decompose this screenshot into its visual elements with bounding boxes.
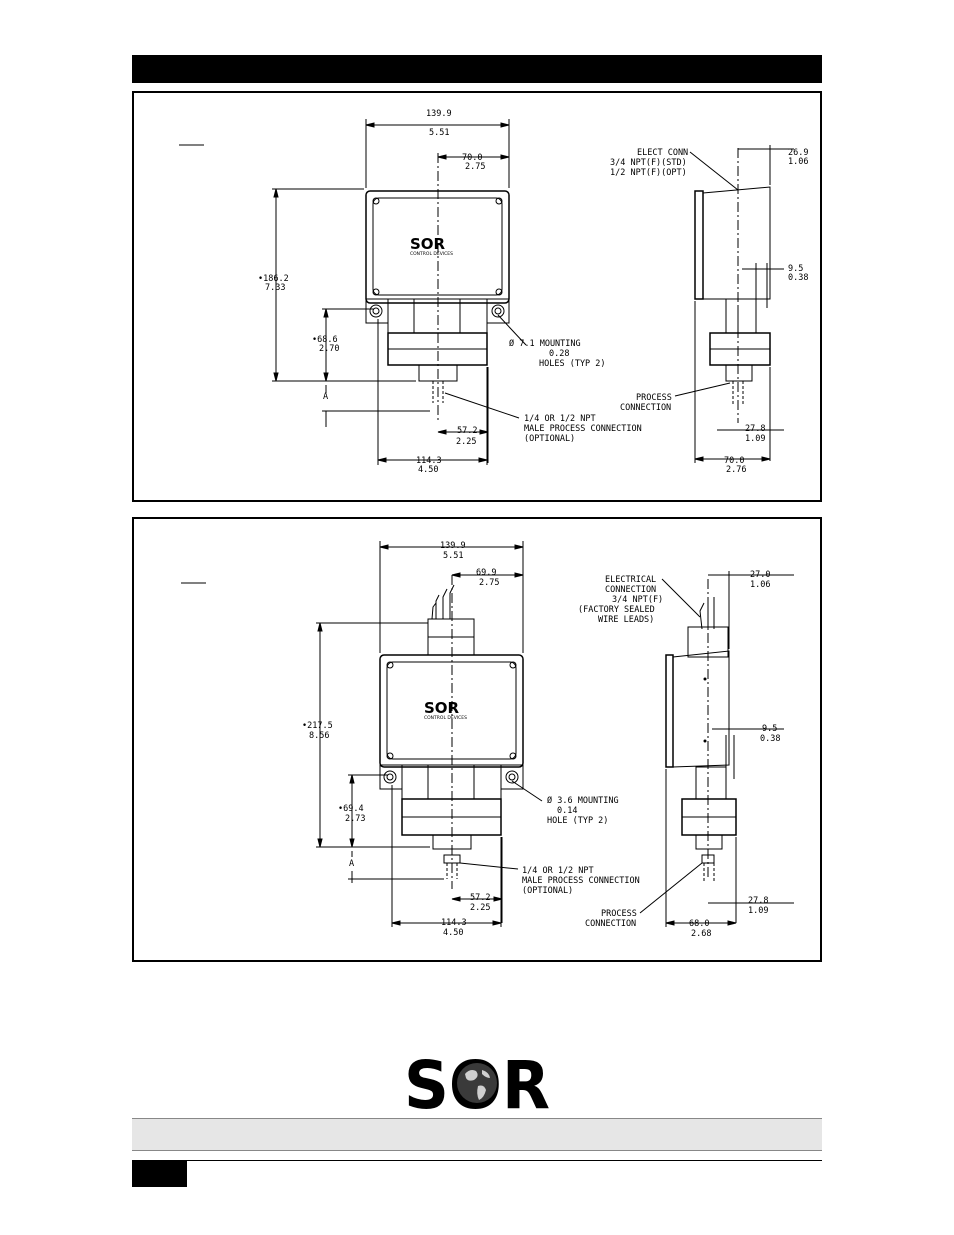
mount-holes-2-3: HOLE (TYP 2) (547, 816, 608, 826)
process-label-2-2: CONNECTION (585, 919, 636, 929)
side-view-2: ELECTRICAL CONNECTION 3/4 NPT(F) (FACTOR… (578, 570, 794, 939)
elect-conn-2-2: CONNECTION (605, 585, 656, 595)
dim-height: •186.2 (258, 274, 289, 284)
dim-lower-height-2: •69.4 (338, 804, 364, 814)
footer-page-block (132, 1161, 187, 1187)
mount-holes-3: HOLES (TYP 2) (539, 359, 606, 369)
mount-holes-2-1: Ø 3.6 MOUNTING (547, 795, 619, 806)
brand-label-2: SOR (424, 699, 460, 717)
dim-lower-height-in-2: 2.73 (345, 814, 365, 824)
footer-band (132, 1118, 822, 1151)
elect-conn-2-5: WIRE LEADS) (598, 615, 654, 625)
dim-height-in: 7.33 (265, 283, 285, 293)
dim-offset-in: 2.25 (456, 437, 476, 447)
dim-height-2: •217.5 (302, 721, 333, 731)
brand-sublabel-2: CONTROL DEVICES (424, 715, 467, 721)
dim-width-top: 139.9 (426, 109, 452, 119)
footer-rule (132, 1160, 822, 1161)
dim-half-width-in-2: 2.75 (479, 578, 499, 588)
front-view-1: SOR CONTROL DEVICES 139.9 5.51 70.0 2.75 (258, 109, 642, 475)
dim-base-width-in: 4.50 (418, 465, 438, 475)
dim-gap: 9.5 (788, 264, 803, 274)
front-view-2: SOR CONTROL DEVICES 139.9 5.51 69.9 2.75 (302, 541, 640, 938)
brand-sublabel: CONTROL DEVICES (410, 251, 453, 257)
elect-conn-1: ELECT CONN (637, 148, 688, 158)
company-logo: SOR (404, 1047, 550, 1114)
dim-lower-offset: 27.8 (745, 424, 765, 434)
dim-lower-offset-2: 27.8 (748, 896, 768, 906)
process-conn-2: MALE PROCESS CONNECTION (524, 424, 642, 434)
dim-total-depth-2: 68.0 (689, 919, 709, 929)
dim-height-in-2: 8.56 (309, 731, 329, 741)
elect-conn-3: 1/2 NPT(F)(OPT) (610, 168, 687, 178)
dimension-drawing-1: SOR CONTROL DEVICES 139.9 5.51 70.0 2.75 (179, 109, 808, 475)
dim-depth-top-2: 27.0 (750, 570, 770, 580)
process-conn-1: 1/4 OR 1/2 NPT (524, 414, 596, 424)
brand-label: SOR (410, 235, 446, 253)
elect-conn-2-3: 3/4 NPT(F) (612, 595, 663, 605)
process-label-1: PROCESS (636, 393, 672, 403)
dim-gap-2: 9.5 (762, 724, 777, 734)
dim-a: A (323, 392, 328, 402)
drawing-panel-2: SOR CONTROL DEVICES 139.9 5.51 69.9 2.75 (132, 517, 822, 962)
dim-half-width-in: 2.75 (465, 162, 485, 172)
drawing-panel-1: SOR CONTROL DEVICES 139.9 5.51 70.0 2.75 (132, 91, 822, 502)
dim-lower-height-in: 2.70 (319, 344, 339, 354)
dim-half-width-2: 69.9 (476, 568, 496, 578)
process-label-2-1: PROCESS (601, 909, 637, 919)
dim-total-depth-in-2: 2.68 (691, 929, 711, 939)
header-bar (132, 55, 822, 83)
dim-base-width: 114.3 (416, 456, 442, 466)
dim-half-width: 70.0 (462, 153, 482, 163)
dim-base-width-2: 114.3 (441, 918, 467, 928)
process-conn-2-3: (OPTIONAL) (522, 886, 573, 896)
dim-total-depth-in: 2.76 (726, 465, 746, 475)
elect-conn-2-4: (FACTORY SEALED (578, 605, 655, 615)
dim-width-top-in-2: 5.51 (443, 551, 463, 561)
dim-depth-top: 26.9 (788, 148, 808, 158)
dim-lower-offset-in-2: 1.09 (748, 906, 768, 916)
elect-conn-2: 3/4 NPT(F)(STD) (610, 158, 687, 168)
process-conn-2-1: 1/4 OR 1/2 NPT (522, 866, 594, 876)
dim-offset-2: 57.2 (470, 893, 490, 903)
dim-gap-in: 0.38 (788, 273, 808, 283)
dim-lower-offset-in: 1.09 (745, 434, 765, 444)
process-label-2: CONNECTION (620, 403, 671, 413)
process-conn-3: (OPTIONAL) (524, 434, 575, 444)
dim-lower-height: •68.6 (312, 335, 338, 345)
side-view-1: ELECT CONN 3/4 NPT(F)(STD) 1/2 NPT(F)(OP… (610, 145, 808, 475)
dim-depth-top-in: 1.06 (788, 157, 808, 167)
dimension-drawing-2: SOR CONTROL DEVICES 139.9 5.51 69.9 2.75 (181, 541, 794, 939)
globe-icon (457, 1063, 497, 1103)
elect-conn-2-1: ELECTRICAL (605, 575, 656, 585)
dim-width-top-2: 139.9 (440, 541, 466, 551)
dim-total-depth: 70.0 (724, 456, 744, 466)
dim-offset: 57.2 (457, 426, 477, 436)
dim-width-top-in: 5.51 (429, 128, 449, 138)
dim-base-width-in-2: 4.50 (443, 928, 463, 938)
mount-holes-1: Ø 7.1 MOUNTING (509, 338, 581, 349)
dim-offset-in-2: 2.25 (470, 903, 490, 913)
process-conn-2-2: MALE PROCESS CONNECTION (522, 876, 640, 886)
dim-a-2: A (349, 859, 354, 869)
dim-depth-top-in-2: 1.06 (750, 580, 770, 590)
dim-gap-in-2: 0.38 (760, 734, 780, 744)
mount-holes-2-2: 0.14 (557, 806, 577, 816)
mount-holes-2: 0.28 (549, 349, 569, 359)
